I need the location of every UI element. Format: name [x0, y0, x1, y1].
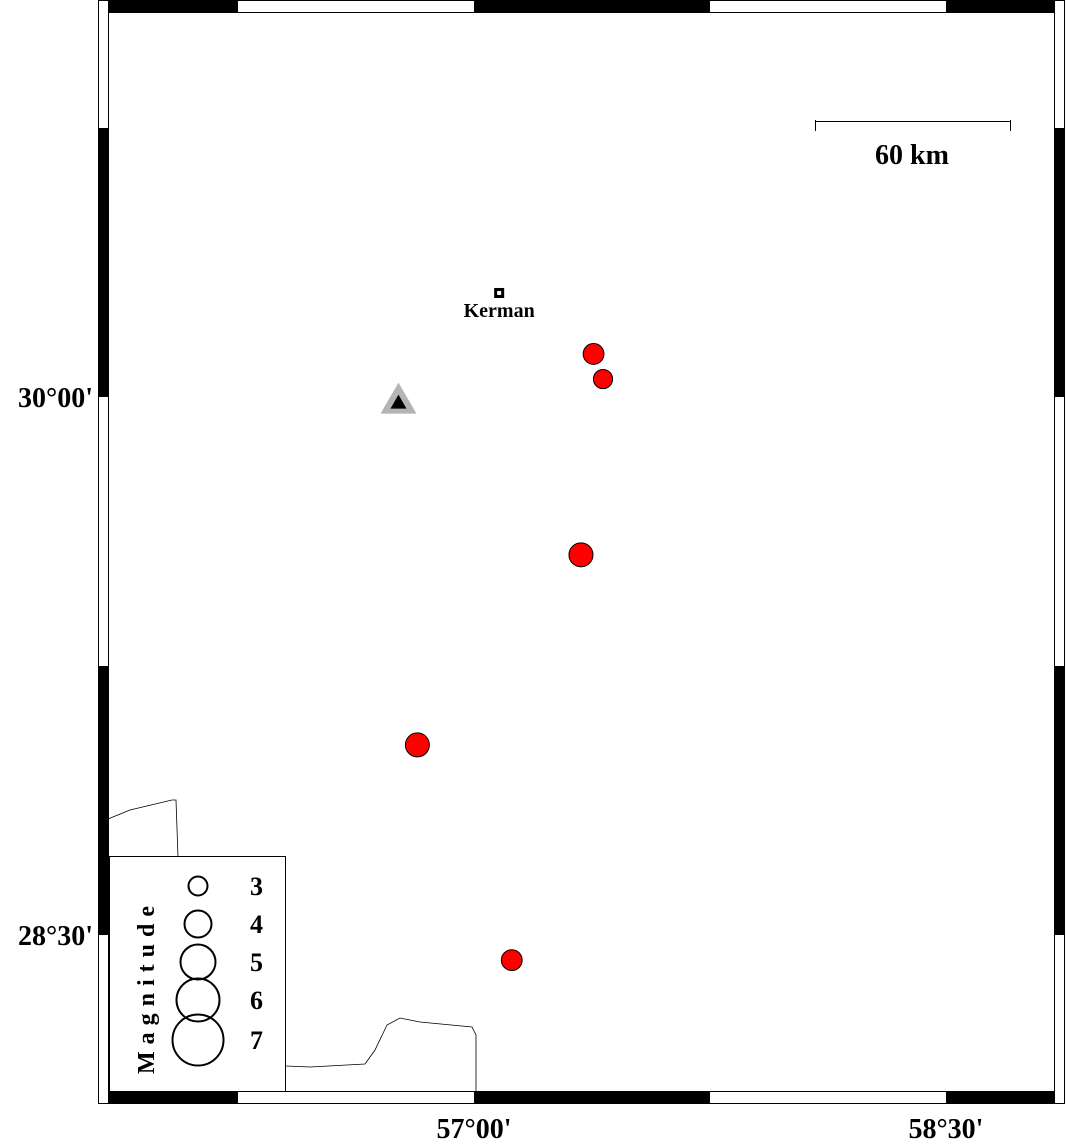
earthquake-event [582, 343, 605, 365]
province-boundary [107, 799, 179, 858]
magnitude-legend: Magnitude 3 4 5 6 7 [109, 856, 286, 1092]
lon-tick-label: 58°30' [908, 1114, 983, 1141]
legend-label: 3 [250, 872, 263, 901]
legend-label: 6 [250, 986, 263, 1015]
legend-title: Magnitude [134, 899, 160, 1074]
legend-circle-icon [175, 977, 221, 1023]
legend-circle-icon [187, 875, 209, 897]
legend-label: 7 [250, 1026, 263, 1055]
lon-tick-label: 57°00' [437, 1114, 512, 1141]
scale-bar-label: 60 km [875, 140, 949, 171]
city-marker-center [497, 290, 502, 295]
earthquake-event [404, 732, 430, 758]
legend-label: 4 [250, 910, 263, 939]
lat-tick-label: 28°30' [18, 921, 93, 952]
legend-circle-icon [171, 1013, 225, 1067]
earthquake-event [592, 368, 614, 390]
earthquake-event [500, 949, 523, 972]
legend-label: 5 [250, 948, 263, 977]
province-boundary [285, 1017, 477, 1092]
lat-tick-label: 30°00' [18, 383, 93, 414]
city-label: Kerman [464, 300, 535, 322]
earthquake-event [568, 542, 594, 568]
station-inner-icon [390, 394, 407, 409]
scale-bar: 60 km [815, 120, 1011, 171]
legend-circle-icon [183, 909, 213, 939]
